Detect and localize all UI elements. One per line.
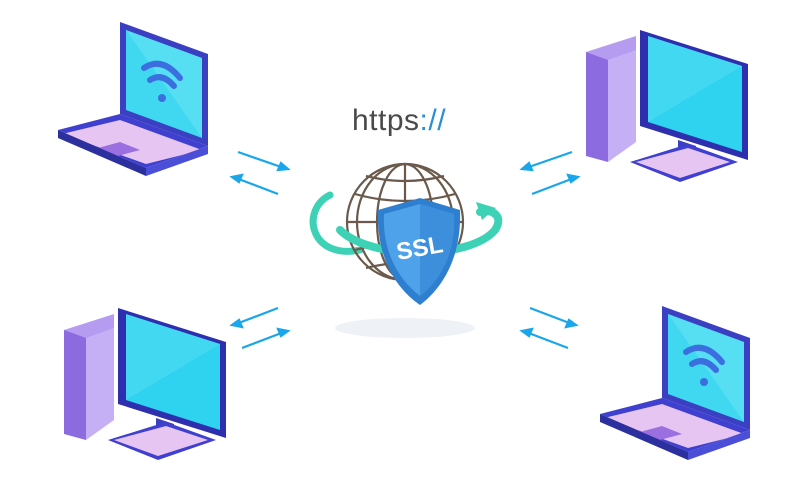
ssl-globe-shield-icon: SSL bbox=[309, 162, 503, 338]
desktop-computer-icon bbox=[586, 30, 748, 182]
laptop-wifi-icon bbox=[600, 306, 750, 460]
protocol-suffix: :// bbox=[419, 104, 447, 137]
arrows-top-left bbox=[229, 150, 291, 196]
protocol-prefix: https bbox=[352, 104, 420, 137]
protocol-label: https:// bbox=[352, 104, 446, 138]
arrows-bottom-left bbox=[229, 306, 291, 350]
arrows-bottom-right bbox=[519, 306, 579, 350]
arrows-top-right bbox=[519, 150, 581, 196]
desktop-computer-icon bbox=[64, 308, 226, 460]
laptop-wifi-icon bbox=[58, 22, 208, 176]
